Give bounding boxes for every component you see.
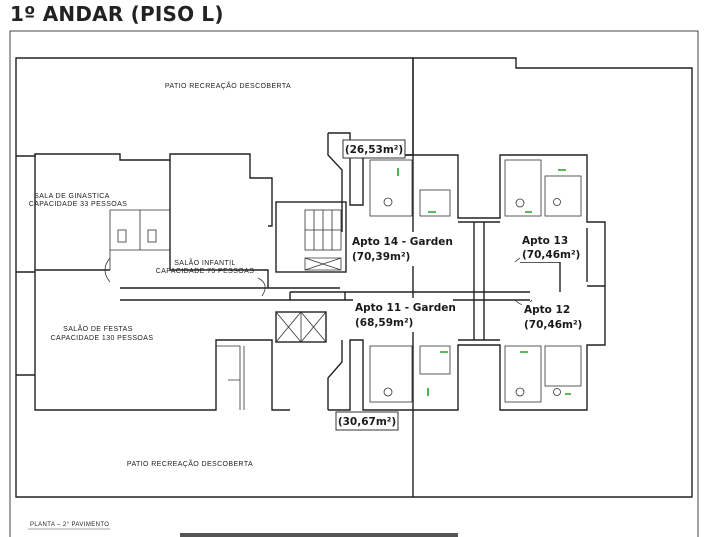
apto14-bg xyxy=(350,232,454,266)
apto11-bath xyxy=(369,345,413,403)
gym-fixture-1 xyxy=(117,229,127,243)
apto14-bath xyxy=(369,159,413,217)
apto13-kitchen xyxy=(544,175,582,217)
patio-bottom-label: PATIO RECREAÇÃO DESCOBERTA xyxy=(127,459,253,468)
apto14-name: Apto 14 - Garden xyxy=(352,236,453,248)
shaft-top xyxy=(304,257,342,271)
gym-name: SALA DE GINASTICA xyxy=(34,193,110,200)
apto12-bath xyxy=(504,345,542,403)
gym-bath xyxy=(109,209,170,270)
door-arc-2 xyxy=(257,277,266,297)
stair-core xyxy=(275,201,347,273)
terrace-top xyxy=(327,133,343,232)
patio-top-edge xyxy=(16,153,273,227)
apto13-bg xyxy=(520,232,580,262)
fixture xyxy=(515,198,525,208)
elevator-cross xyxy=(275,311,327,343)
apto11-name: Apto 11 - Garden xyxy=(355,302,456,314)
area-bottom-label: (30,67m²) xyxy=(338,416,396,428)
apto14-kitchen xyxy=(419,189,451,217)
party-room xyxy=(34,270,290,411)
sheet-frame xyxy=(9,30,699,537)
fixture xyxy=(383,387,393,397)
page-title: 1º ANDAR (PISO L) xyxy=(10,2,224,26)
apto11-bg xyxy=(353,298,453,332)
apartment-wing xyxy=(328,132,606,411)
apto12-bg xyxy=(522,302,582,332)
east-divider xyxy=(586,228,605,287)
kids-room xyxy=(169,160,269,288)
right-boundary xyxy=(413,57,693,498)
door-arc-1 xyxy=(104,257,111,283)
area-box-top xyxy=(342,139,406,159)
apto11-area: (68,59m²) xyxy=(355,317,413,329)
apto12-name: Apto 12 xyxy=(524,304,570,316)
fixture xyxy=(553,388,561,396)
stair-steps xyxy=(305,210,341,250)
apto13-bath xyxy=(504,159,542,217)
party-left-wall xyxy=(16,271,35,376)
gym-fixture-2 xyxy=(147,229,157,243)
kids-capacity: CAPACIDADE 75 PESSOAS xyxy=(156,268,255,275)
plan-footer: PLANTA – 2° PAVIMENTO xyxy=(30,522,109,528)
party-service xyxy=(216,345,245,410)
left-boundary xyxy=(15,57,414,498)
gym-capacity: CAPACIDADE 33 PESSOAS xyxy=(29,201,128,208)
apto12-kitchen xyxy=(544,345,582,387)
terrace-bottom xyxy=(327,340,343,410)
bottom-bar xyxy=(180,533,458,537)
apto14-area: (70,39m²) xyxy=(352,251,410,263)
unit-divider xyxy=(344,261,561,300)
area-box-bottom xyxy=(335,411,399,431)
gym-room xyxy=(34,154,110,271)
fixture xyxy=(553,198,561,206)
apto13-area: (70,46m²) xyxy=(522,249,580,261)
apto11-kitchen xyxy=(419,345,451,375)
corridor xyxy=(120,287,340,301)
shaft-walls xyxy=(458,221,500,341)
apto13-name: Apto 13 xyxy=(522,235,568,247)
patio-top-label: PATIO RECREAÇÃO DESCOBERTA xyxy=(165,81,291,90)
fixture xyxy=(515,387,525,397)
party-name: SALÃO DE FESTAS xyxy=(63,324,133,333)
fixture xyxy=(383,197,393,207)
party-capacity: CAPACIDADE 130 PESSOAS xyxy=(51,335,154,342)
area-top-label: (26,53m²) xyxy=(345,144,403,156)
kids-name: SALÃO INFANTIL xyxy=(174,258,236,267)
green-marks xyxy=(397,168,571,396)
apto12-area: (70,46m²) xyxy=(524,319,582,331)
